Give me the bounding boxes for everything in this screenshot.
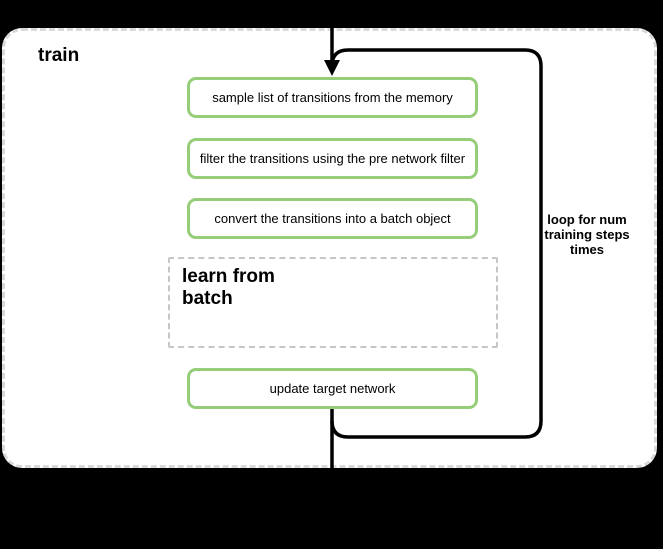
step-label: convert the transitions into a batch obj… [214,211,451,226]
loop-annotation-line: times [570,242,604,257]
step-sample-transitions: sample list of transitions from the memo… [187,77,478,118]
step-label: update target network [269,381,396,396]
arrowhead-icon [324,60,340,76]
step-convert-transitions: convert the transitions into a batch obj… [187,198,478,239]
step-update-target-network: update target network [187,368,478,409]
loop-annotation-line: loop for num [547,212,627,227]
subprocess-label-line: learn from [182,266,275,287]
subprocess-label-line: batch [182,288,233,309]
loop-annotation: loop for num training steps times [542,212,632,257]
step-filter-transitions: filter the transitions using the pre net… [187,138,478,179]
step-label: filter the transitions using the pre net… [199,151,466,166]
loop-path [330,48,543,439]
subprocess-learn-from-batch: learn from batch [168,257,498,348]
loop-annotation-line: training steps [544,227,630,242]
train-label: train [38,45,80,66]
step-label: sample list of transitions from the memo… [212,90,453,105]
